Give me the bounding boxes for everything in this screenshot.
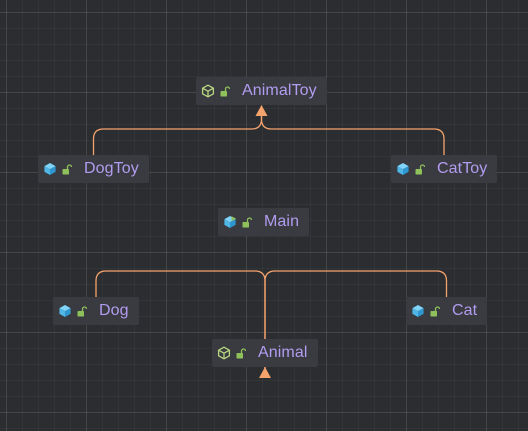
node-dog[interactable]: Dog — [53, 297, 139, 325]
node-label: DogToy — [84, 160, 139, 177]
class-icon — [58, 304, 72, 318]
node-label: AnimalToy — [242, 82, 317, 99]
node-label: CatToy — [437, 160, 488, 177]
unlocked-icon — [220, 85, 230, 97]
node-label: Cat — [452, 302, 478, 319]
edge-line — [92, 114, 263, 155]
interface-icon — [217, 346, 231, 360]
node-cat[interactable]: Cat — [406, 297, 488, 325]
node-label: Animal — [258, 344, 308, 361]
class-icon — [411, 304, 425, 318]
node-label: Main — [264, 213, 300, 230]
edge-line — [260, 114, 445, 155]
unlocked-icon — [77, 305, 87, 317]
node-animaltoy[interactable]: AnimalToy — [196, 77, 327, 105]
edge-arrowhead-animal — [259, 367, 271, 378]
main-class-icon — [223, 215, 237, 229]
edge-arrowhead-animaltoy — [255, 105, 268, 116]
class-icon — [396, 162, 410, 176]
node-dogtoy[interactable]: DogToy — [38, 155, 149, 183]
unlocked-icon — [236, 347, 246, 359]
node-animal[interactable]: Animal — [212, 339, 318, 367]
node-main[interactable]: Main — [218, 208, 310, 236]
node-cattoy[interactable]: CatToy — [391, 155, 498, 183]
unlocked-icon — [242, 216, 252, 228]
class-icon — [43, 162, 57, 176]
unlocked-icon — [430, 305, 440, 317]
node-label: Dog — [99, 302, 129, 319]
unlocked-icon — [62, 163, 72, 175]
interface-icon — [201, 84, 215, 98]
unlocked-icon — [415, 163, 425, 175]
